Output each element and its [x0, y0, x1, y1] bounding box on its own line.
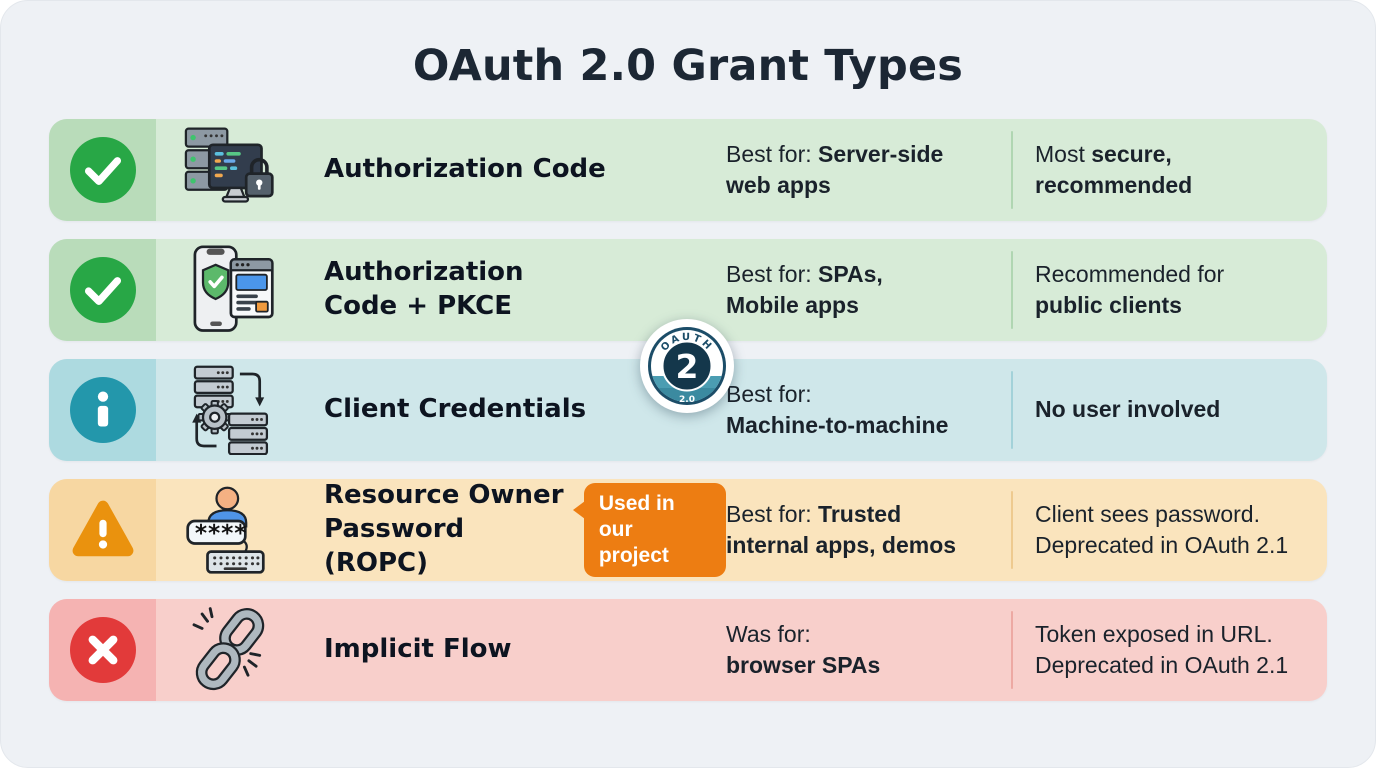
grant-title-cell: Implicit Flow: [286, 633, 726, 667]
row-status-strip: [49, 599, 156, 701]
row-status-strip: [49, 119, 156, 221]
note-cell: Token exposed in URL. Deprecated in OAut…: [1013, 619, 1327, 681]
grant-row-implicit-flow: Implicit Flow Was for: browser SPAs Toke…: [49, 599, 1327, 701]
cell-divider: [1011, 491, 1013, 569]
seal-number: 2: [676, 347, 699, 386]
grant-row-ropc: **** Resource Owner Password (ROPC) Used…: [49, 479, 1327, 581]
svg-text:****: ****: [195, 519, 248, 547]
best-for-label: Best for:: [726, 140, 819, 167]
note-value: secure, recommended: [1035, 140, 1193, 198]
server-sync-gear-icon: [174, 365, 286, 455]
check-circle-icon: [69, 137, 136, 203]
cell-divider: [1011, 371, 1013, 449]
grant-row-authorization-code: Authorization Code Best for: Server-side…: [49, 119, 1327, 221]
note-label: Recommended for: [1035, 260, 1225, 287]
best-for-cell: Best for: Server-side web apps: [726, 139, 1011, 201]
best-for-value: Trusted internal apps, demos: [726, 500, 957, 558]
grant-title: Authorization Code + PKCE: [324, 257, 524, 321]
row-body: Authorization Code Best for: Server-side…: [156, 119, 1327, 221]
oauth-2-seal: OAUTH 2 2.0: [639, 318, 735, 414]
note-label: Token exposed in URL. Deprecated in OAut…: [1035, 620, 1289, 678]
note-value: No user involved: [1035, 396, 1221, 423]
page-title: OAuth 2.0 Grant Types: [412, 41, 964, 91]
row-body: Authorization Code + PKCE Best for: SPAs…: [156, 239, 1327, 341]
best-for-label: Best for:: [726, 500, 819, 527]
row-body: Client Credentials Best for: Machine-to-…: [156, 359, 1327, 461]
row-body: Implicit Flow Was for: browser SPAs Toke…: [156, 599, 1327, 701]
best-for-value: Server-side web apps: [726, 140, 944, 198]
broken-chain-icon: [174, 605, 286, 695]
grant-title: Resource Owner Password (ROPC): [324, 480, 564, 578]
note-cell: No user involved: [1013, 394, 1327, 425]
grant-title: Implicit Flow: [324, 634, 512, 665]
grant-rows: Authorization Code Best for: Server-side…: [1, 119, 1375, 701]
best-for-value: Machine-to-machine: [726, 412, 949, 438]
grant-title-cell: Resource Owner Password (ROPC) Used in o…: [286, 479, 726, 580]
best-for-value: browser SPAs: [726, 652, 881, 678]
best-for-label: Best for:: [726, 260, 819, 287]
note-cell: Most secure, recommended: [1013, 139, 1327, 201]
cell-divider: [1011, 131, 1013, 209]
note-label: Client sees password. Deprecated in OAut…: [1035, 500, 1289, 558]
row-status-strip: [49, 359, 156, 461]
note-value: public clients: [1035, 292, 1182, 318]
best-for-label: Best for:: [726, 380, 812, 407]
row-status-strip: [49, 239, 156, 341]
grant-title-cell: Client Credentials: [286, 393, 726, 427]
user-password-keyboard-icon: ****: [174, 485, 286, 575]
best-for-value: SPAs, Mobile apps: [726, 260, 883, 318]
cell-divider: [1011, 611, 1013, 689]
cell-divider: [1011, 251, 1013, 329]
info-circle-icon: [69, 377, 136, 443]
check-circle-icon: [69, 257, 136, 323]
note-cell: Recommended for public clients: [1013, 259, 1327, 321]
seal-version-label: 2.0: [679, 395, 695, 405]
phone-shield-browser-icon: [174, 245, 286, 335]
server-code-lock-icon: [174, 125, 286, 215]
grant-title-cell: Authorization Code: [286, 153, 726, 187]
note-label: Most: [1035, 140, 1092, 167]
best-for-cell: Was for: browser SPAs: [726, 619, 1011, 681]
note-cell: Client sees password. Deprecated in OAut…: [1013, 499, 1327, 561]
row-body: **** Resource Owner Password (ROPC) Used…: [156, 479, 1327, 581]
grant-title: Authorization Code: [324, 154, 606, 185]
best-for-label: Was for:: [726, 620, 811, 647]
best-for-cell: Best for: Machine-to-machine: [726, 379, 1011, 441]
row-status-strip: [49, 479, 156, 581]
best-for-cell: Best for: Trusted internal apps, demos: [726, 499, 1011, 561]
grant-title-cell: Authorization Code + PKCE: [286, 256, 726, 324]
cross-circle-icon: [69, 617, 136, 683]
best-for-cell: Best for: SPAs, Mobile apps: [726, 259, 1011, 321]
warning-triangle-icon: [70, 497, 136, 563]
grant-title: Client Credentials: [324, 394, 587, 425]
used-in-project-callout: Used in our project: [572, 482, 726, 578]
